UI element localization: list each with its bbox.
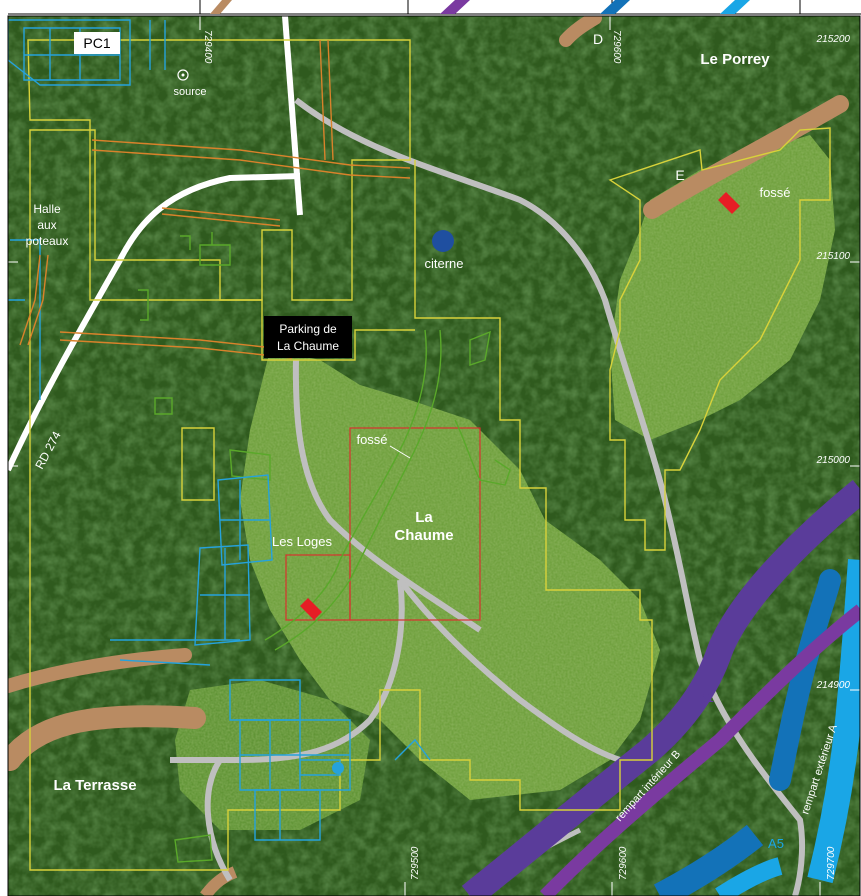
grid-ticks — [8, 16, 860, 896]
label-d: D — [593, 31, 603, 47]
blue-structures — [8, 19, 431, 841]
label-a5: A5 — [768, 836, 784, 851]
label-source: source — [173, 86, 206, 98]
map-frame — [7, 15, 861, 896]
label-la-chaume-line2: Chaume — [394, 527, 453, 544]
source-marker — [177, 69, 189, 81]
coord-x-729600-top: 729600 — [611, 30, 622, 64]
red-mark-fosse — [718, 192, 740, 214]
coord-y-215000: 215000 — [816, 455, 851, 466]
label-fosse-east: fossé — [759, 185, 790, 200]
label-b1: B1 — [698, 690, 714, 705]
label-e: E — [675, 167, 684, 183]
label-le-porrey: Le Porrey — [700, 51, 770, 68]
label-fosse-center: fossé — [356, 432, 387, 447]
orange-structures — [19, 39, 411, 359]
earthwork-d — [559, 16, 602, 47]
label-les-loges: Les Loges — [272, 534, 332, 549]
green-structures — [138, 232, 511, 863]
track-central — [292, 359, 482, 633]
label-halle-line1: Halle — [33, 202, 61, 216]
coord-x-729600-bottom: 729600 — [618, 846, 629, 880]
label-parking-line1: Parking de — [279, 322, 337, 336]
sector-frame — [349, 427, 481, 621]
cistern-marker — [432, 230, 454, 252]
label-halle: Halle aux poteaux — [26, 202, 69, 248]
earthwork-porrey — [643, 95, 849, 219]
label-halle-line3: poteaux — [26, 234, 69, 248]
label-la-chaume-line1: La — [415, 509, 433, 526]
coord-x-729700: 729700 — [826, 846, 837, 880]
coord-x-729400: 729400 — [202, 30, 213, 64]
earthwork-west-1 — [8, 648, 192, 693]
label-parking-line2: La Chaume — [277, 339, 339, 353]
red-mark-chaume — [300, 598, 322, 620]
label-la-terrasse: La Terrasse — [53, 777, 136, 794]
pc1-box — [74, 32, 120, 54]
rampart-inner-b — [461, 479, 860, 896]
coord-y-215100: 215100 — [816, 251, 851, 262]
parking-box — [264, 316, 352, 358]
label-citerne: citerne — [424, 256, 463, 271]
label-pc1: PC1 — [83, 35, 110, 51]
coord-y-215200: 215200 — [816, 34, 851, 45]
label-halle-line2: aux — [37, 218, 56, 232]
road-north-white — [282, 16, 303, 216]
coord-x-729500: 729500 — [410, 846, 421, 880]
track-southwest — [170, 579, 405, 763]
excavation-outlines — [27, 39, 831, 871]
coord-y-214900: 214900 — [816, 680, 851, 691]
earthwork-west-2 — [8, 705, 206, 771]
